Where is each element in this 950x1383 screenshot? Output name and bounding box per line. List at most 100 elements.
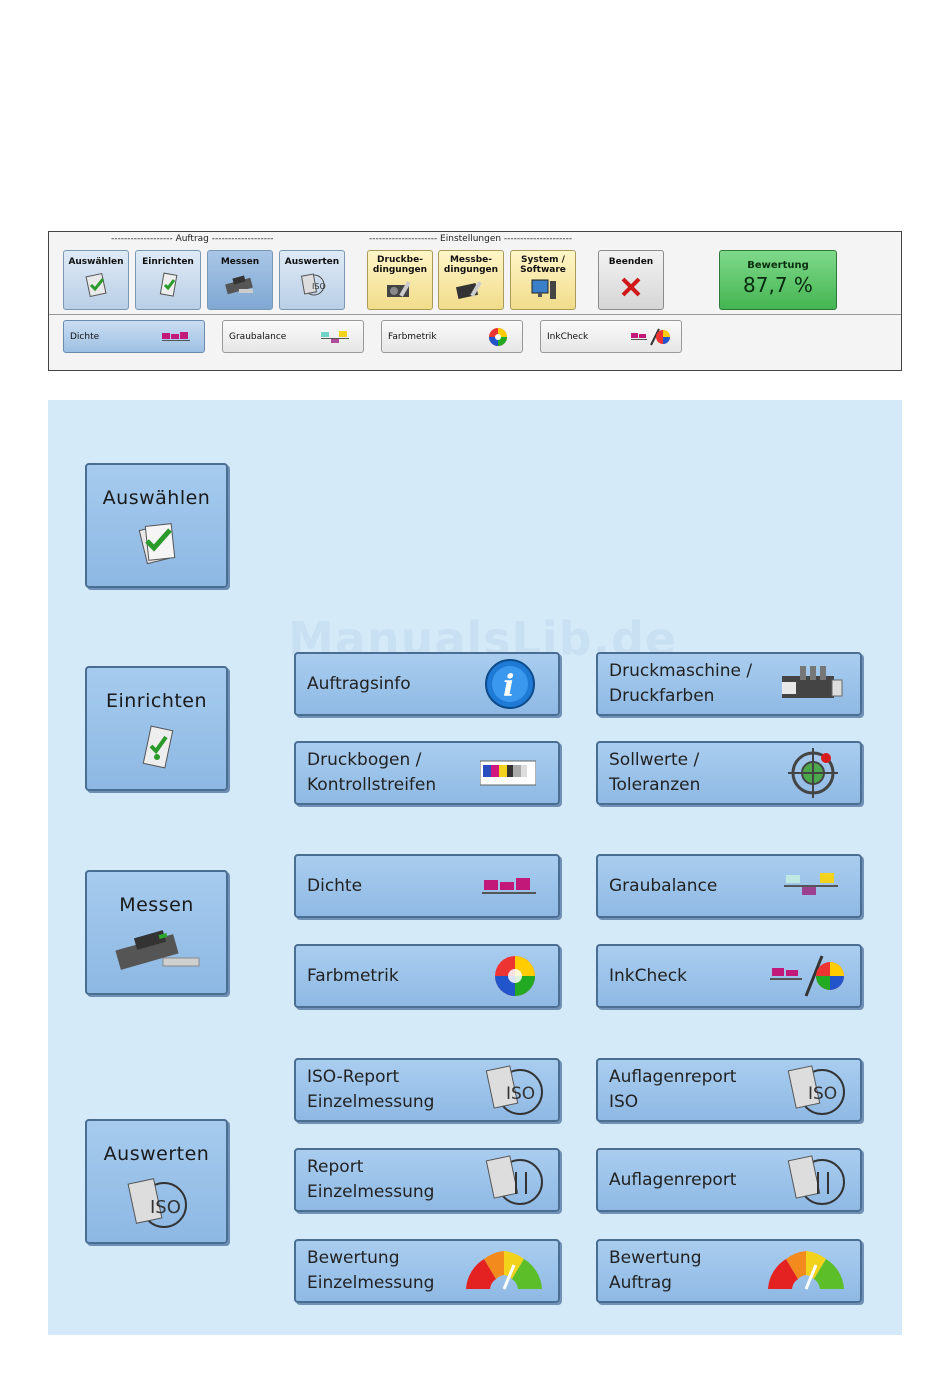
- auswerten-button[interactable]: Auswerten ISO: [85, 1119, 228, 1244]
- toolbar-button-label: Druckbe- dingungen: [372, 255, 428, 275]
- toolbar-beenden-button[interactable]: Beenden: [598, 250, 664, 310]
- iso-report-icon: ISO: [787, 1065, 845, 1115]
- toolbar-button-label: Messbe- dingungen: [443, 255, 499, 275]
- density-bars-icon: [162, 332, 190, 341]
- clipboard-check-icon: [138, 523, 175, 565]
- report-icon: [485, 1155, 543, 1205]
- inkcheck-icon: [631, 328, 670, 346]
- score-value: 87,7 %: [743, 273, 813, 297]
- toolbar-button-label: Auswählen: [68, 257, 124, 267]
- bewertung-score[interactable]: Bewertung 87,7 %: [719, 250, 837, 310]
- toolbar-messbedingungen-button[interactable]: Messbe- dingungen: [438, 250, 504, 310]
- iso-report-icon: ISO: [485, 1065, 543, 1115]
- svg-text:ISO: ISO: [150, 1197, 181, 1218]
- button-label: Auftragsinfo: [307, 673, 411, 694]
- toolbar-auswaehlen-button[interactable]: Auswählen: [63, 250, 129, 310]
- iso-report-icon: ISO: [127, 1178, 187, 1228]
- tab-farbmetrik[interactable]: Farbmetrik: [381, 320, 523, 353]
- dichte-button[interactable]: Dichte: [294, 854, 560, 918]
- clipboard-setup-icon: [159, 272, 178, 297]
- button-label: Farbmetrik: [307, 965, 399, 986]
- info-icon: i: [485, 659, 535, 709]
- section-label: Auswählen: [102, 487, 211, 509]
- druckmaschine-druckfarben-button[interactable]: Druckmaschine / Druckfarben: [596, 652, 862, 716]
- toolbar: ------------------- Auftrag ------------…: [48, 231, 902, 371]
- toolbar-system-software-button[interactable]: System / Software: [510, 250, 576, 310]
- score-label: Bewertung: [747, 260, 809, 271]
- auswaehlen-button[interactable]: Auswählen: [85, 463, 228, 588]
- button-label: Bewertung Auftrag: [609, 1248, 702, 1293]
- bewertung-auftrag-button[interactable]: Bewertung Auftrag: [596, 1239, 862, 1303]
- control-strip-icon: [480, 760, 536, 786]
- color-wheel-icon: [495, 956, 535, 996]
- toolbar-button-label: Einrichten: [142, 257, 194, 267]
- button-label: Report Einzelmessung: [307, 1157, 435, 1202]
- button-label: ISO-Report Einzelmessung: [307, 1067, 435, 1112]
- toolbar-messen-button[interactable]: Messen: [207, 250, 273, 310]
- tab-label: Dichte: [70, 332, 100, 342]
- druckbogen-kontrollstreifen-button[interactable]: Druckbogen / Kontrollstreifen: [294, 741, 560, 805]
- inkcheck-button[interactable]: InkCheck: [596, 944, 862, 1008]
- toolbar-button-label: Beenden: [608, 257, 654, 267]
- button-label: Auflagenreport ISO: [609, 1067, 737, 1112]
- divider: [49, 314, 901, 315]
- clipboard-setup-icon: [142, 725, 173, 769]
- target-icon: [788, 748, 838, 798]
- section-label: Einrichten: [105, 690, 208, 712]
- graybalance-icon: [784, 873, 838, 895]
- tab-inkcheck[interactable]: InkCheck: [540, 320, 682, 353]
- bewertung-einzelmessung-button[interactable]: Bewertung Einzelmessung: [294, 1239, 560, 1303]
- clipboard-check-icon: [85, 272, 107, 297]
- einrichten-button[interactable]: Einrichten: [85, 666, 228, 791]
- button-label: Bewertung Einzelmessung: [307, 1248, 435, 1293]
- iso-report-icon: ISO: [300, 273, 326, 296]
- toolbar-auswerten-button[interactable]: Auswerten ISO: [279, 250, 345, 310]
- tab-graubalance[interactable]: Graubalance: [222, 320, 364, 353]
- inkcheck-icon: [770, 955, 844, 997]
- toolbar-druckbedingungen-button[interactable]: Druckbe- dingungen: [367, 250, 433, 310]
- button-label: Sollwerte / Toleranzen: [609, 750, 701, 795]
- auflagenreport-iso-button[interactable]: Auflagenreport ISO ISO: [596, 1058, 862, 1122]
- iso-report-einzelmessung-button[interactable]: ISO-Report Einzelmessung ISO: [294, 1058, 560, 1122]
- toolbar-button-label: System / Software: [520, 255, 566, 275]
- button-label: Graubalance: [609, 875, 718, 896]
- svg-text:ISO: ISO: [506, 1084, 535, 1104]
- toolbar-einrichten-button[interactable]: Einrichten: [135, 250, 201, 310]
- button-label: Dichte: [307, 875, 363, 896]
- gauge-icon: [768, 1251, 844, 1290]
- button-label: Druckmaschine / Druckfarben: [609, 661, 753, 706]
- toolbar-button-label: Auswerten: [284, 257, 340, 267]
- close-icon: [621, 277, 641, 297]
- section-label: Messen: [119, 894, 194, 916]
- graubalance-button[interactable]: Graubalance: [596, 854, 862, 918]
- report-icon: [787, 1155, 845, 1205]
- messen-button[interactable]: Messen: [85, 870, 228, 995]
- sollwerte-toleranzen-button[interactable]: Sollwerte / Toleranzen: [596, 741, 862, 805]
- svg-text:ISO: ISO: [312, 282, 326, 291]
- toolbar-button-label: Messen: [220, 257, 260, 267]
- button-label: Auflagenreport: [609, 1169, 737, 1190]
- press-tools-icon: [387, 281, 411, 297]
- auflagenreport-button[interactable]: Auflagenreport: [596, 1148, 862, 1212]
- computer-icon: [531, 279, 556, 299]
- density-bars-icon: [482, 878, 536, 894]
- svg-text:ISO: ISO: [808, 1084, 837, 1104]
- auftragsinfo-button[interactable]: Auftragsinfo i: [294, 652, 560, 716]
- tab-label: InkCheck: [547, 332, 589, 342]
- graybalance-icon: [321, 331, 349, 343]
- farbmetrik-button[interactable]: Farbmetrik: [294, 944, 560, 1008]
- printer-icon: [225, 275, 253, 295]
- tab-label: Graubalance: [229, 332, 287, 342]
- printing-press-icon: [782, 666, 843, 698]
- tab-dichte[interactable]: Dichte: [63, 320, 205, 353]
- section-label: Auswerten: [103, 1143, 210, 1165]
- group-label-einstellungen: --------------------- Einstellungen ----…: [369, 234, 573, 244]
- tab-label: Farbmetrik: [388, 332, 437, 342]
- button-label: InkCheck: [609, 965, 687, 986]
- svg-text:i: i: [503, 669, 514, 704]
- main-panel: ManualsLib.de Auswählen Einrichten Messe…: [48, 400, 902, 1335]
- group-label-auftrag: ------------------- Auftrag ------------…: [111, 234, 274, 244]
- printer-icon: [114, 930, 199, 970]
- report-einzelmessung-button[interactable]: Report Einzelmessung: [294, 1148, 560, 1212]
- color-wheel-icon: [489, 328, 507, 346]
